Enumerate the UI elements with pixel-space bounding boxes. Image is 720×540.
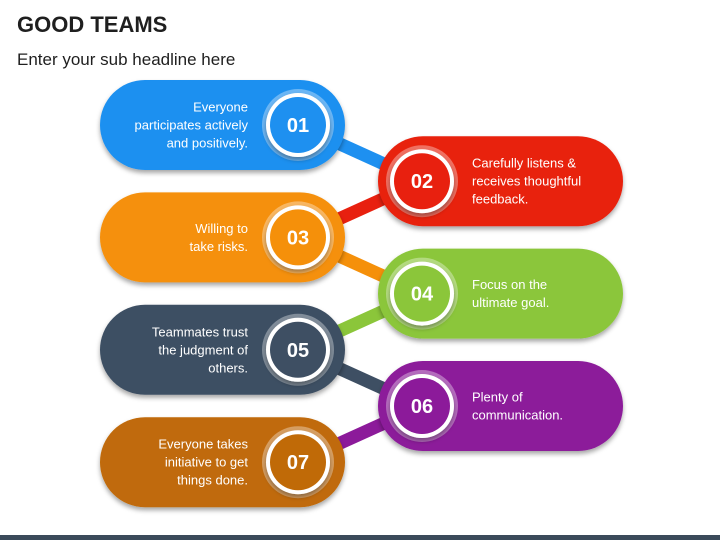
step-number: 02 <box>411 171 433 193</box>
step-number: 04 <box>411 284 434 306</box>
bottom-bar <box>0 535 720 540</box>
step-badge <box>270 209 326 266</box>
page-subtitle: Enter your sub headline here <box>17 50 236 69</box>
step-number: 01 <box>287 115 309 137</box>
page-title: GOOD TEAMS <box>17 12 168 37</box>
step-badge <box>270 321 326 378</box>
step-badge <box>270 97 326 153</box>
step-number: 06 <box>411 396 433 418</box>
step-number: 07 <box>287 452 309 474</box>
step-number: 03 <box>287 227 309 249</box>
step-number: 05 <box>287 340 309 362</box>
step-02: 02 Carefully listens &receives thoughtful… <box>378 136 623 227</box>
step-badge <box>394 378 450 434</box>
step-badge <box>270 434 326 491</box>
step-badge <box>394 265 450 322</box>
step-badge <box>394 153 450 210</box>
